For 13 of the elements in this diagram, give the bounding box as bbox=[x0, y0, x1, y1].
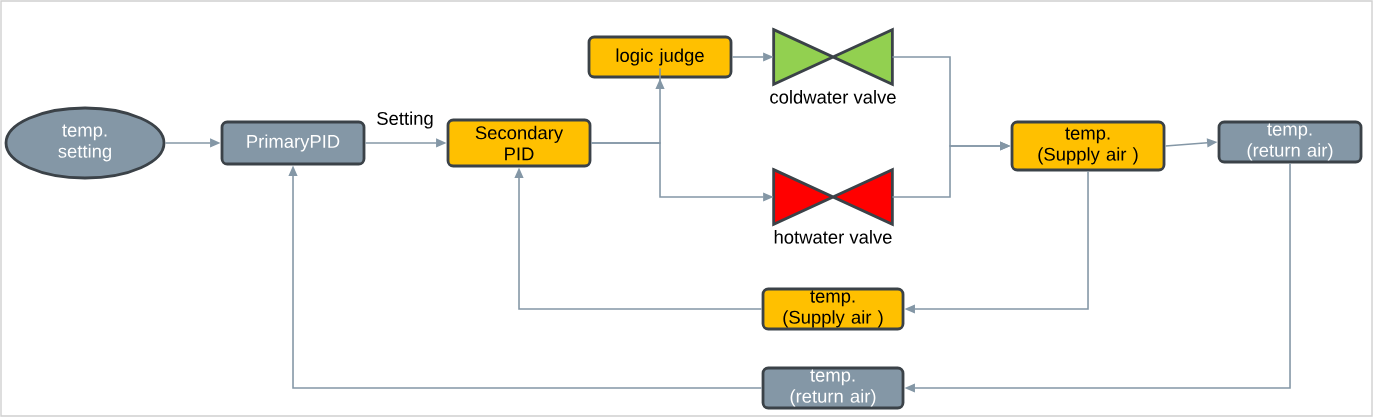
valve-symbol bbox=[772, 167, 894, 227]
process-box: temp. (return air) bbox=[1217, 120, 1363, 164]
edge-label: Setting bbox=[374, 109, 436, 131]
process-box: temp. (return air) bbox=[761, 366, 905, 410]
valve-label: coldwater valve bbox=[770, 90, 896, 104]
ellipse-node: temp. setting bbox=[4, 106, 166, 180]
process-box: Secondary PID bbox=[446, 118, 592, 168]
process-box: temp. (Supply air ) bbox=[761, 287, 905, 331]
process-box: PrimaryPID bbox=[220, 120, 366, 166]
process-box: logic judge bbox=[587, 35, 733, 79]
process-box: temp. (Supply air ) bbox=[1010, 120, 1166, 172]
valve-symbol bbox=[772, 27, 894, 87]
valve-label: hotwater valve bbox=[774, 230, 892, 244]
